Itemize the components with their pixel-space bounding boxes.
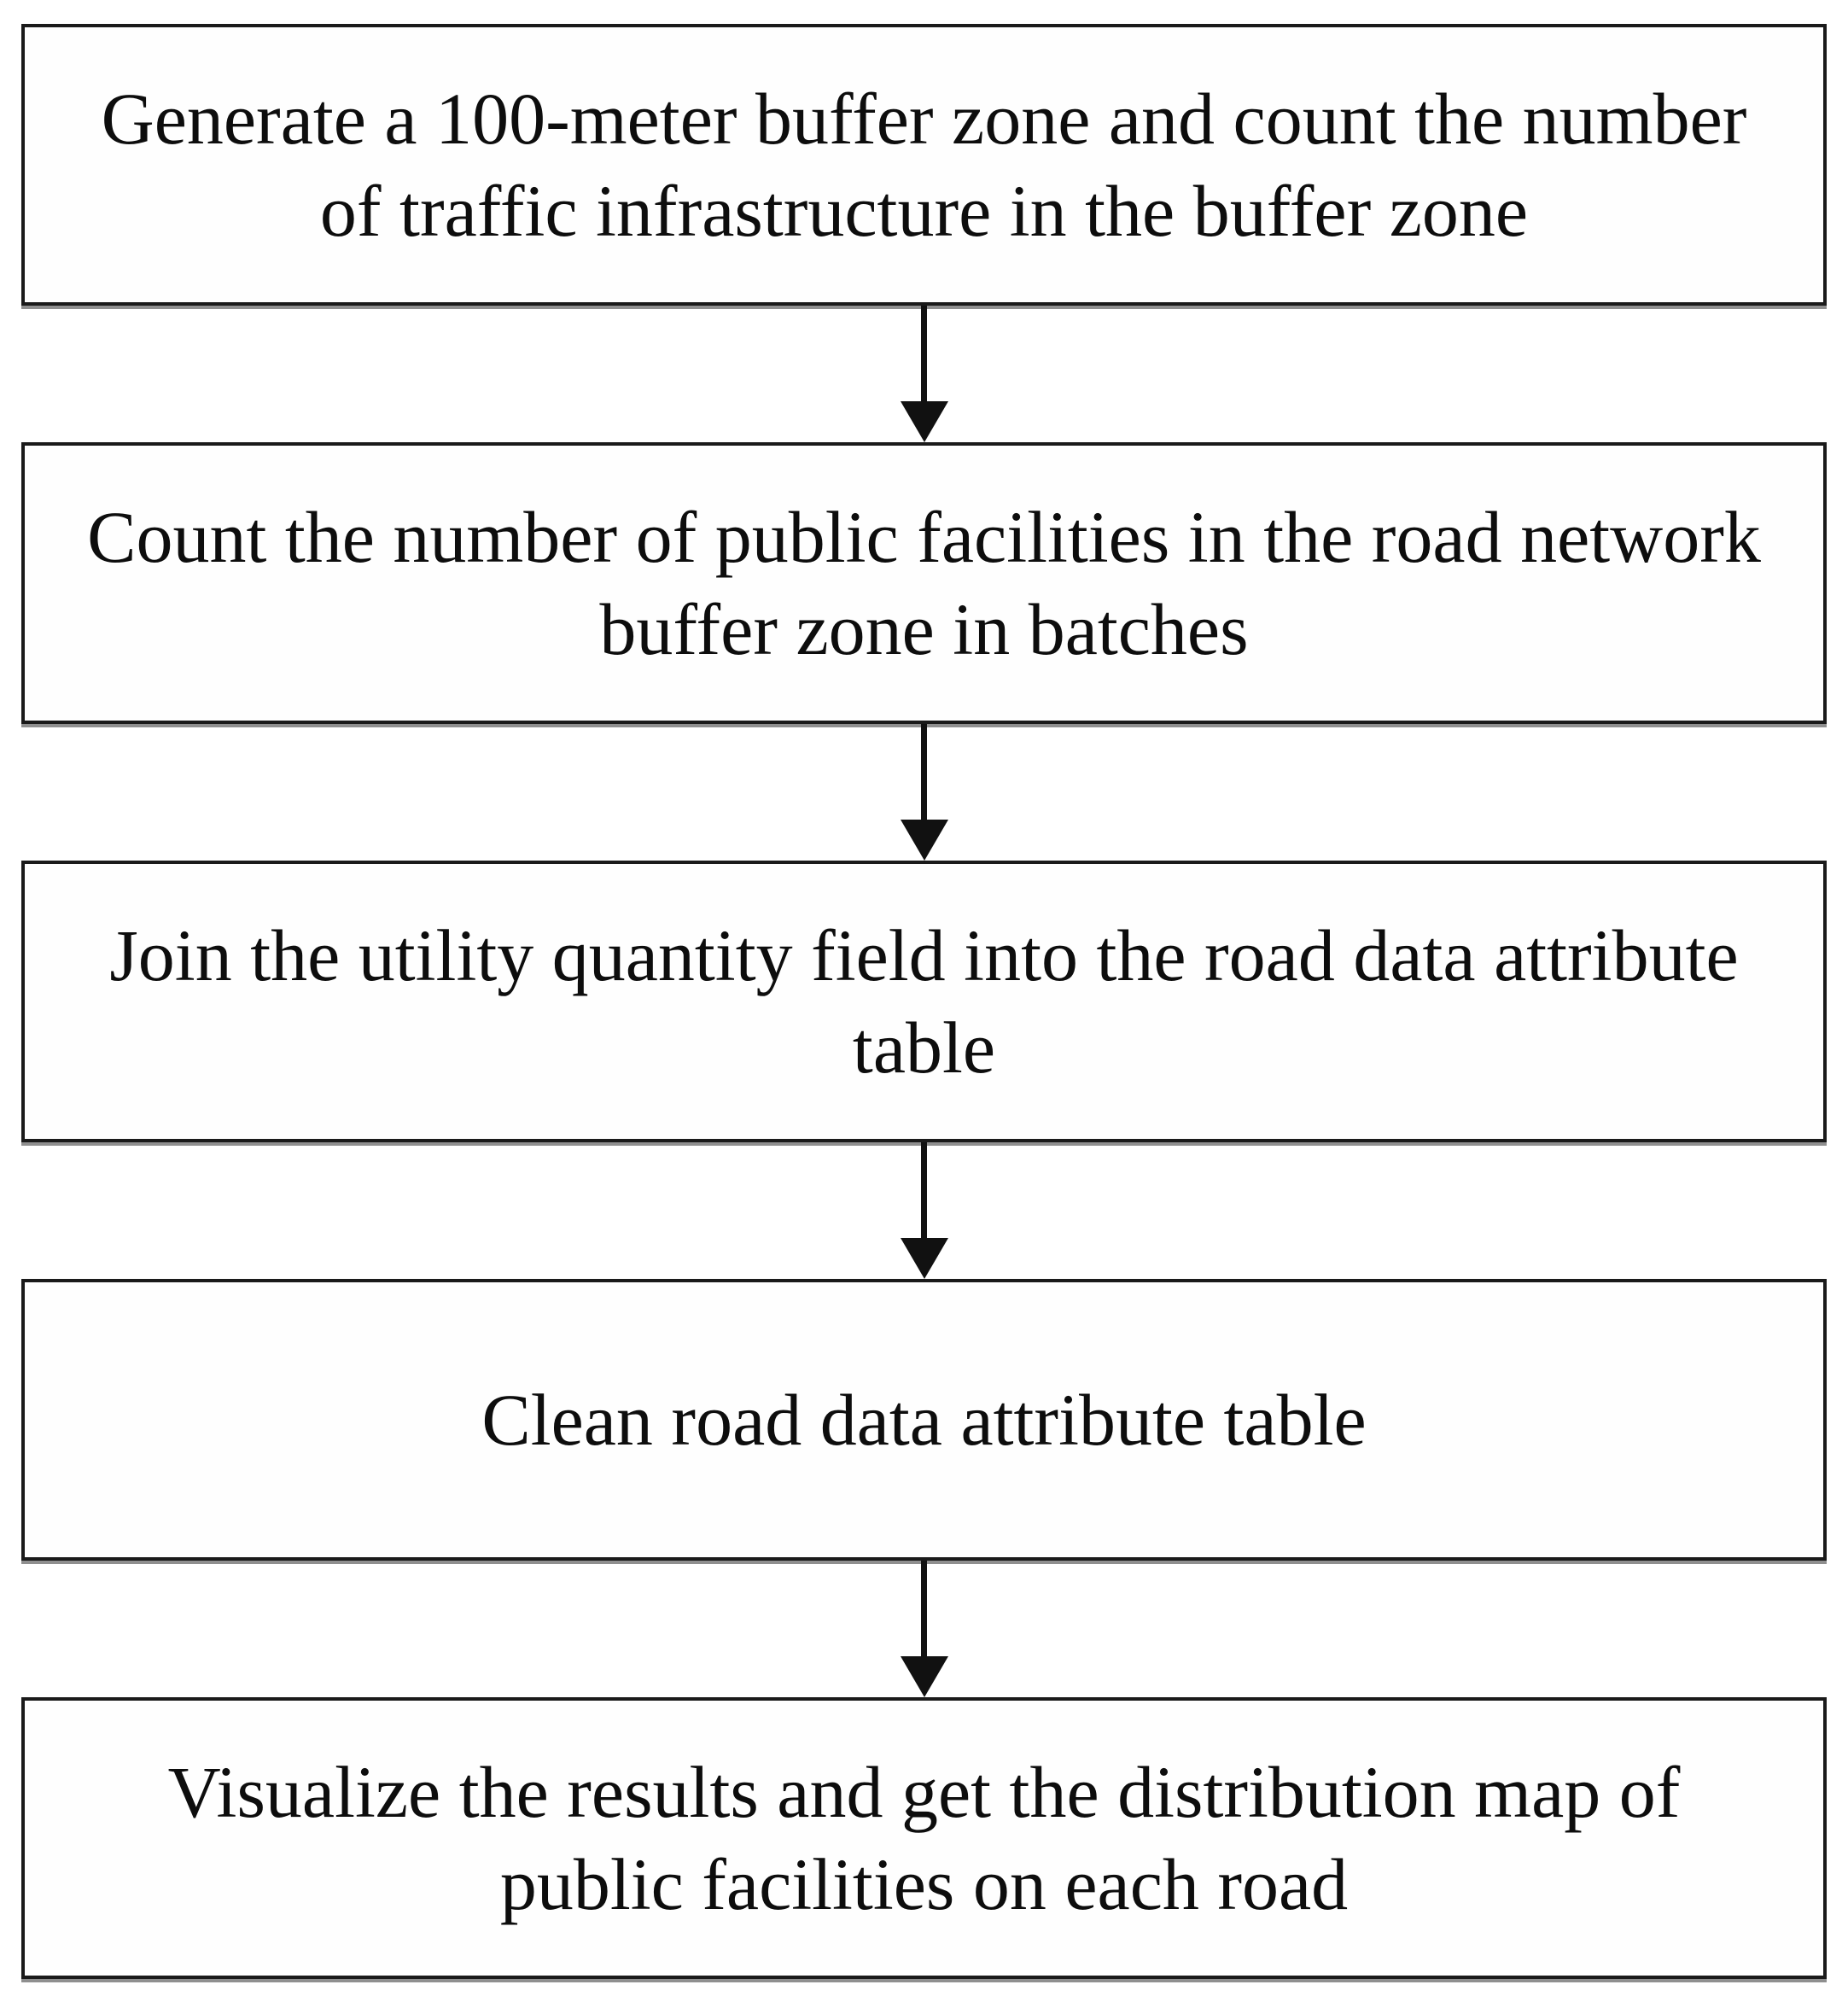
step-1-line-2: of traffic infrastructure in the buffer … — [319, 170, 1529, 252]
arrow-shaft — [921, 1142, 927, 1238]
flowchart-step-4: Clean road data attribute table — [21, 1279, 1827, 1561]
step-5-line-2: public facilities on each road — [499, 1843, 1349, 1925]
arrow-shaft — [921, 1561, 927, 1656]
arrow-head — [900, 1238, 948, 1279]
flowchart-step-1: Generate a 100-meter buffer zone and cou… — [21, 24, 1827, 306]
step-3-line-2: table — [852, 1007, 996, 1089]
flowchart-step-2: Count the number of public facilities in… — [21, 442, 1827, 724]
arrow-head — [900, 401, 948, 442]
step-2-line-2: buffer zone in batches — [599, 588, 1249, 670]
down-arrow-icon — [899, 724, 950, 861]
flowchart-step-3: Join the utility quantity field into the… — [21, 861, 1827, 1142]
arrow-head — [900, 1656, 948, 1697]
step-3-line-1: Join the utility quantity field into the… — [109, 914, 1739, 996]
arrow-shaft — [921, 724, 927, 820]
step-4-line-1: Clean road data attribute table — [481, 1379, 1367, 1461]
down-arrow-icon — [899, 1142, 950, 1279]
step-1-line-1: Generate a 100-meter buffer zone and cou… — [101, 78, 1747, 160]
arrow-shaft — [921, 306, 927, 401]
flowchart-step-5: Visualize the results and get the distri… — [21, 1697, 1827, 1979]
arrow-head — [900, 820, 948, 861]
step-5-line-1: Visualize the results and get the distri… — [167, 1751, 1681, 1833]
step-2-line-1: Count the number of public facilities in… — [87, 496, 1761, 578]
down-arrow-icon — [899, 1561, 950, 1697]
down-arrow-icon — [899, 306, 950, 442]
